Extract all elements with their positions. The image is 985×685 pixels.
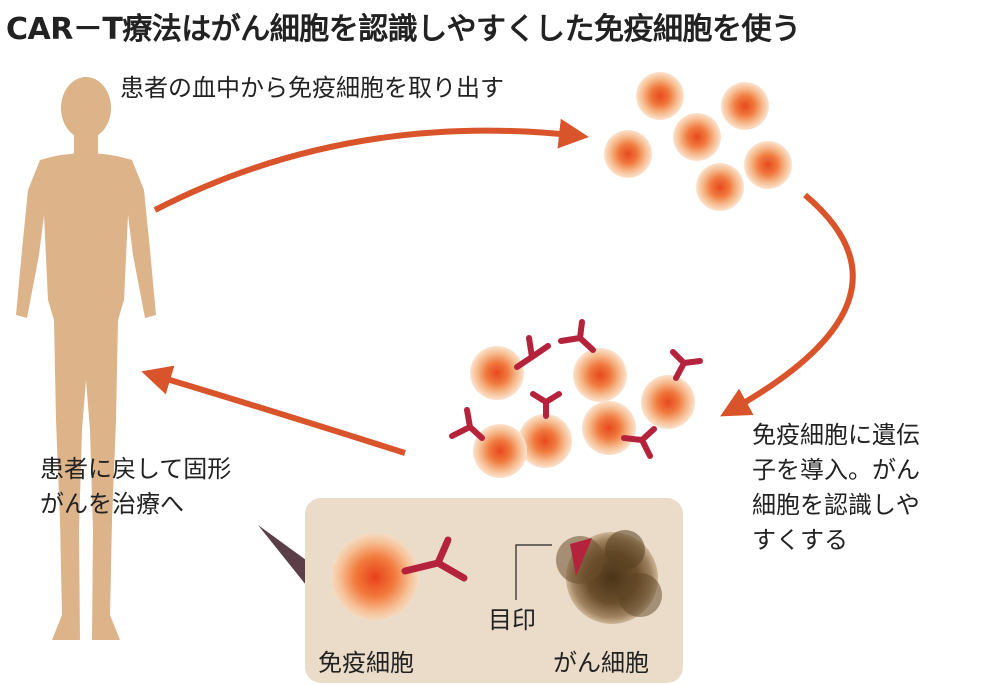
immune-cell bbox=[673, 113, 721, 161]
marker-pointer-line bbox=[515, 544, 552, 600]
car-receptor-icon bbox=[514, 335, 551, 370]
immune-cell bbox=[744, 141, 792, 189]
modify-step-line: 細胞を認識しや bbox=[752, 491, 920, 519]
car-t-cell bbox=[473, 424, 527, 478]
immune-cell bbox=[696, 163, 744, 211]
modify-step-label: 免疫細胞に遺伝 子を導入。がん 細胞を認識しや すくする bbox=[752, 418, 920, 558]
car-receptor-icon bbox=[621, 426, 657, 459]
extract-step-label: 患者の血中から免疫細胞を取り出す bbox=[120, 74, 504, 102]
car-receptor-icon bbox=[449, 407, 485, 441]
return-step-line: 患者に戻して固形 bbox=[40, 455, 232, 483]
car-receptor-icon bbox=[558, 319, 596, 353]
modify-step-line: 子を導入。がん bbox=[752, 456, 920, 484]
immune-cell-label: 免疫細胞 bbox=[318, 649, 414, 677]
car-t-cell bbox=[518, 414, 572, 468]
car-receptor-icon bbox=[670, 349, 703, 381]
immune-cell bbox=[721, 82, 769, 130]
car-t-cell bbox=[470, 346, 524, 400]
car-t-cells bbox=[470, 346, 695, 478]
return-step-label: 患者に戻して固形 がんを治療へ bbox=[40, 452, 231, 522]
extracted-cells bbox=[604, 72, 792, 211]
diagram-title: CAR－T療法はがん細胞を認識しやすくした免疫細胞を使う bbox=[6, 12, 801, 47]
car-receptor-icon bbox=[530, 391, 562, 419]
immune-cell-large bbox=[331, 533, 419, 621]
human-body-icon bbox=[16, 77, 156, 640]
modify-step-line: 免疫細胞に遺伝 bbox=[752, 421, 920, 449]
modify-arrow bbox=[720, 192, 856, 417]
car-t-cell bbox=[573, 348, 627, 402]
immune-cell bbox=[636, 72, 684, 120]
cancer-cell-label: がん細胞 bbox=[553, 649, 649, 677]
return-step-line: がんを治療へ bbox=[40, 490, 184, 518]
extract-arrow bbox=[153, 118, 589, 213]
car-t-cell bbox=[582, 401, 636, 455]
modify-step-line: すくする bbox=[752, 526, 848, 554]
car-t-cell bbox=[641, 375, 695, 429]
immune-cell bbox=[604, 130, 652, 178]
callout-pointer bbox=[258, 525, 306, 585]
marker-label: 目印 bbox=[488, 606, 536, 634]
car-receptors bbox=[449, 319, 703, 459]
marker-triangle-icon bbox=[570, 538, 592, 576]
return-arrow bbox=[141, 365, 406, 456]
car-receptor-large-icon bbox=[401, 536, 468, 582]
